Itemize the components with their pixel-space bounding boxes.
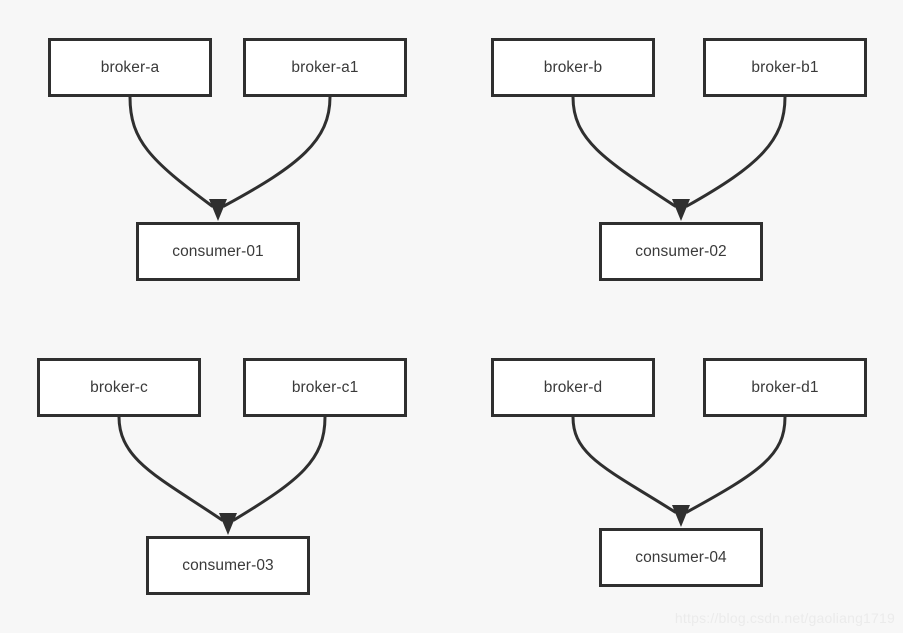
node-broker-d[interactable]: broker-d: [491, 358, 655, 417]
node-broker-a[interactable]: broker-a: [48, 38, 212, 97]
node-broker-d1[interactable]: broker-d1: [703, 358, 867, 417]
node-label: broker-c: [90, 378, 148, 396]
edge-broker-d-to-consumer-04: [571, 415, 677, 514]
node-consumer-04[interactable]: consumer-04: [599, 528, 763, 587]
edge-broker-b1-to-consumer-02: [685, 95, 787, 208]
arrowhead-into-consumer-04: [672, 505, 690, 527]
node-label: broker-c1: [291, 378, 359, 396]
node-broker-b[interactable]: broker-b: [491, 38, 655, 97]
watermark-text: https://blog.csdn.net/gaoliang1719: [674, 610, 895, 626]
arrowhead-into-consumer-01: [209, 199, 227, 221]
edge-broker-c1-to-consumer-03: [232, 415, 327, 522]
node-label: broker-a: [100, 58, 160, 76]
node-broker-a1[interactable]: broker-a1: [243, 38, 407, 97]
edge-broker-a1-to-consumer-01: [222, 95, 332, 208]
edge-broker-b-to-consumer-02: [571, 95, 677, 208]
node-label: consumer-03: [182, 556, 274, 574]
edge-broker-d1-to-consumer-04: [685, 415, 787, 514]
node-consumer-02[interactable]: consumer-02: [599, 222, 763, 281]
node-label: consumer-02: [635, 242, 727, 260]
edge-broker-c-to-consumer-03: [117, 415, 224, 522]
node-label: broker-b: [543, 58, 603, 76]
node-broker-c[interactable]: broker-c: [37, 358, 201, 417]
node-broker-c1[interactable]: broker-c1: [243, 358, 407, 417]
arrowhead-into-consumer-03: [219, 513, 237, 535]
node-label: broker-d: [543, 378, 603, 396]
node-consumer-01[interactable]: consumer-01: [136, 222, 300, 281]
node-label: consumer-04: [635, 548, 727, 566]
node-label: broker-d1: [751, 378, 819, 396]
node-broker-b1[interactable]: broker-b1: [703, 38, 867, 97]
node-label: broker-b1: [751, 58, 819, 76]
node-label: broker-a1: [291, 58, 359, 76]
arrowhead-into-consumer-02: [672, 199, 690, 221]
node-label: consumer-01: [172, 242, 264, 260]
edge-broker-a-to-consumer-01: [128, 95, 214, 208]
node-consumer-03[interactable]: consumer-03: [146, 536, 310, 595]
